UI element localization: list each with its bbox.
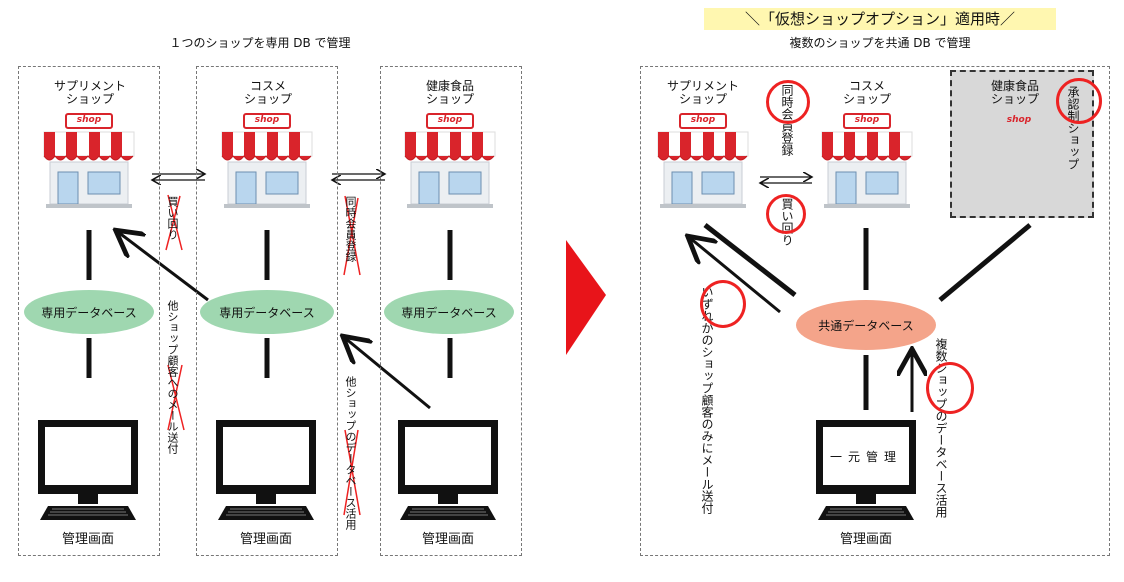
right-mail-arrow (690, 238, 781, 314)
right-shop-sign-2: shop (854, 115, 880, 125)
left-note-doji-kaiin: 同時会員登録 (344, 196, 357, 262)
right-circle-dbuse (926, 362, 974, 414)
left-shop-name-2: コスメショップ (243, 79, 292, 106)
left-diag-arrow-dbuse (345, 338, 431, 410)
right-title: ＼「仮想ショップオプション」適用時／ (744, 10, 1015, 28)
left-diag-arrow-mail (118, 232, 209, 302)
right-note-mail: いずれかのショップ顧客のみにメール送付 (700, 286, 714, 514)
left-note-mail: 他ショップ顧客へのメール送付 (166, 300, 179, 454)
left-box-supplement (18, 66, 160, 556)
right-caption: 複数のショップを共通 DB で管理 (789, 36, 971, 50)
left-shop-name-1: サプリメントショップ (53, 79, 126, 106)
left-shop-name-3: 健康食品ショップ (425, 79, 474, 106)
left-screen-label-1: 管理画面 (61, 532, 114, 547)
left-shop-sign-2: shop (254, 115, 280, 125)
left-box-cosme (196, 66, 338, 556)
right-connectors (703, 223, 1032, 410)
left-database-3: 専用データベース (384, 290, 514, 334)
left-caption: １つのショップを専用 DB で管理 (169, 36, 351, 50)
right-shop-name-3: 健康食品ショップ (990, 79, 1039, 106)
right-shop-name-2: コスメショップ (842, 79, 891, 106)
right-circle-kaimawari (766, 194, 806, 234)
right-circle-doji (766, 80, 810, 124)
right-monitor-text: 一元管理 (829, 450, 902, 464)
right-circle-mail (700, 280, 746, 328)
right-outer-box (640, 66, 1110, 556)
transition-arrow (566, 240, 606, 355)
left-strike-marks (165, 194, 361, 516)
right-circle-shonin (1056, 78, 1102, 124)
right-title-highlight (704, 8, 1056, 30)
right-shop-name-1: サプリメントショップ (666, 79, 739, 106)
left-vertical-connectors (86, 230, 453, 378)
left-screen-label-2: 管理画面 (239, 532, 292, 547)
right-double-arrows (760, 177, 812, 183)
left-shop-sign-1: shop (76, 115, 102, 125)
right-screen-label: 管理画面 (839, 532, 892, 547)
left-screen-label-3: 管理画面 (421, 532, 474, 547)
right-shop-sign-3: shop (1006, 115, 1032, 125)
left-note-kaimawari: 買い回り (166, 196, 179, 240)
right-common-database: 共通データベース (796, 300, 936, 350)
left-database-1: 専用データベース (24, 290, 154, 334)
left-database-2: 専用データベース (200, 290, 334, 334)
right-shop-sign-1: shop (690, 115, 716, 125)
left-box-health (380, 66, 522, 556)
left-shop-sign-3: shop (437, 115, 463, 125)
left-note-dbuse: 他ショップのデータベース活用 (344, 376, 357, 530)
